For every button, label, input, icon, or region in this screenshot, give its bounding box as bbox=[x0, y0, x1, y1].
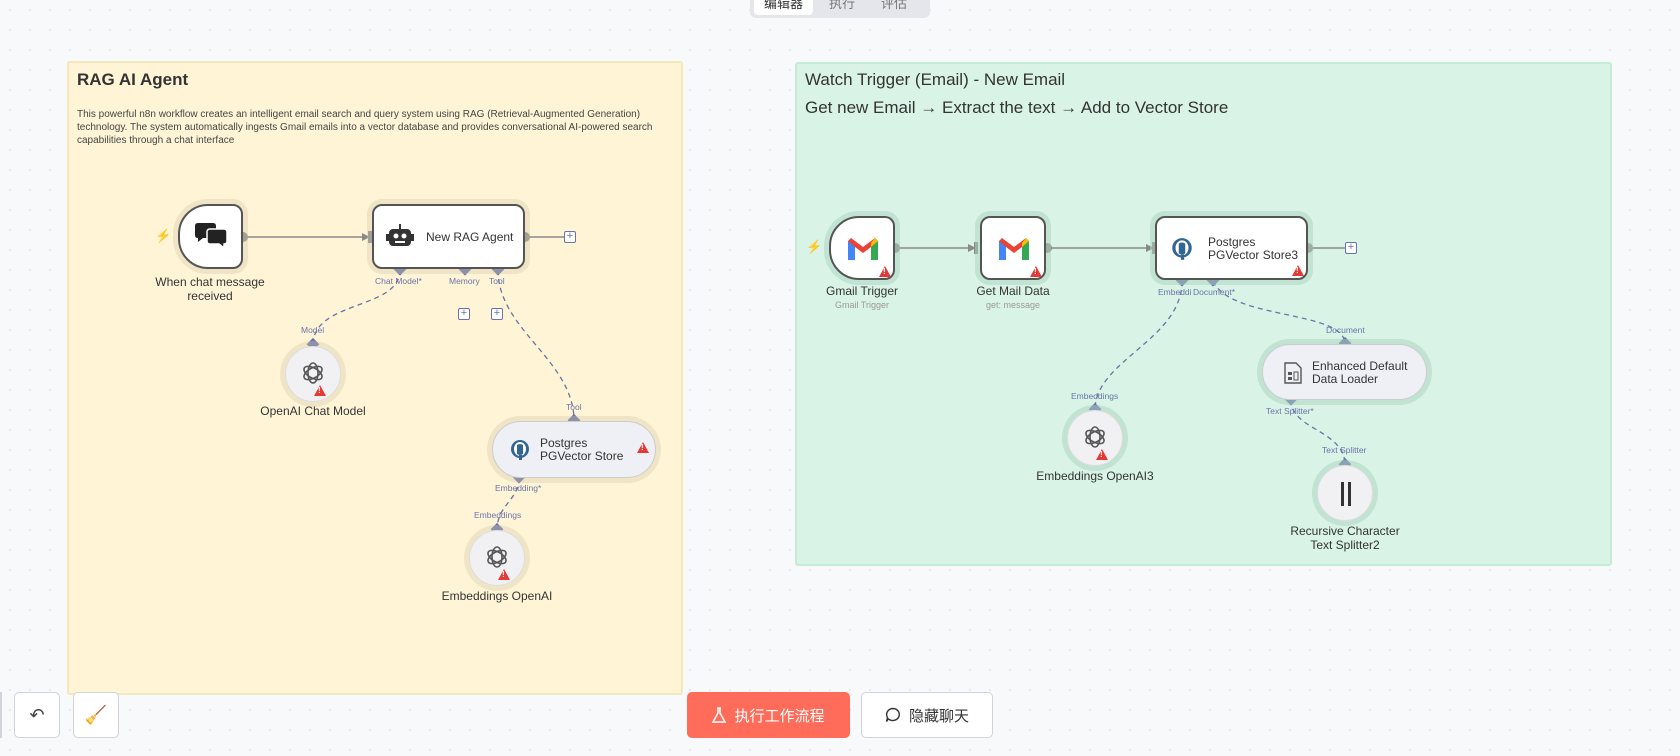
port-label-text-splitter: Text Splitter* bbox=[1266, 406, 1314, 416]
port-label-document: Document* bbox=[1193, 287, 1236, 297]
port-label-embeddi: Embeddi bbox=[1158, 287, 1192, 297]
undo-button[interactable]: ↶ bbox=[14, 692, 60, 738]
tab-executions[interactable]: 执行 bbox=[829, 0, 856, 11]
openai-icon bbox=[303, 362, 323, 384]
gmail-icon bbox=[999, 238, 1029, 260]
wire-embedding-to-emb bbox=[496, 477, 520, 531]
node-postgres3-label: Postgres PGVector Store3 bbox=[1208, 235, 1299, 262]
postgres-icon bbox=[1172, 238, 1192, 260]
node-get-mail-data[interactable] bbox=[980, 216, 1046, 280]
hide-chat-label: 隐藏聊天 bbox=[908, 707, 969, 725]
port-label-memory: Memory bbox=[449, 276, 480, 286]
robot-icon bbox=[386, 224, 414, 246]
node-postgres-pgvector3[interactable]: Postgres PGVector Store3 bbox=[1155, 216, 1308, 280]
chat-bubbles-icon bbox=[195, 223, 228, 250]
sticky-email-subtitle: Get new Email → Extract the text → Add t… bbox=[805, 98, 1229, 117]
node-postgres-label: Postgres PGVector Store bbox=[540, 436, 624, 463]
wire-tool-to-pgstore bbox=[497, 269, 575, 422]
sticky-note-rag[interactable] bbox=[67, 61, 683, 695]
node-gmail-trigger-label: Gmail Trigger bbox=[825, 284, 899, 298]
sticky-email-title: Watch Trigger (Email) - New Email bbox=[805, 70, 1066, 89]
port-label-document-in: Document bbox=[1326, 325, 1365, 335]
view-tabs: 编辑器 执行 评估 bbox=[750, 0, 930, 18]
node-embeddings-openai[interactable] bbox=[469, 530, 525, 586]
port-label-embeddings3-in: Embeddings bbox=[1071, 391, 1119, 401]
postgres-icon bbox=[511, 440, 529, 460]
node-openai-chat-label: OpenAI Chat Model bbox=[260, 404, 366, 418]
wire-chatmodel-to-openai bbox=[312, 269, 401, 346]
warning-icon bbox=[498, 569, 510, 580]
node-splitter-label: Recursive Character Text Splitter2 bbox=[1290, 524, 1400, 552]
port-label-model: Model bbox=[301, 325, 325, 335]
chat-icon bbox=[885, 707, 900, 722]
node-chat-trigger[interactable] bbox=[178, 204, 243, 269]
tab-editor[interactable]: 编辑器 bbox=[754, 0, 814, 15]
node-rag-agent-label: New RAG Agent bbox=[426, 230, 514, 244]
port-label-chat-model: Chat Model* bbox=[375, 276, 422, 286]
splitter-icon bbox=[1341, 482, 1351, 506]
warning-icon bbox=[314, 385, 326, 396]
node-recursive-text-splitter[interactable] bbox=[1317, 465, 1373, 521]
execute-workflow-button[interactable]: 执行工作流程 bbox=[687, 692, 850, 738]
trigger-bolt-icon: ⚡ bbox=[806, 239, 823, 254]
wire-embeddi-to-emb3 bbox=[1094, 280, 1183, 411]
document-icon bbox=[1284, 362, 1302, 384]
warning-icon bbox=[1030, 266, 1042, 277]
node-get-mail-label: Get Mail Data bbox=[976, 284, 1050, 298]
port-label-tool: Tool bbox=[489, 276, 505, 286]
node-openai-chat-model[interactable] bbox=[285, 346, 341, 402]
node-embeddings-openai3[interactable] bbox=[1067, 410, 1123, 466]
port-label-text-splitter-in: Text Splitter bbox=[1322, 445, 1367, 455]
add-node-after-pg3-button[interactable]: + bbox=[1345, 242, 1357, 254]
warning-icon bbox=[1096, 449, 1108, 460]
add-memory-button[interactable]: + bbox=[458, 308, 470, 320]
node-gmail-trigger-subtitle: Gmail Trigger bbox=[834, 300, 889, 310]
sticky-rag-description: This powerful n8n workflow creates an in… bbox=[77, 109, 653, 146]
node-loader-label: Enhanced Default Data Loader bbox=[1312, 359, 1408, 386]
node-gmail-trigger[interactable] bbox=[829, 216, 895, 280]
arrow-getmail bbox=[968, 244, 976, 252]
warning-icon bbox=[637, 442, 649, 453]
warning-icon bbox=[1292, 265, 1304, 276]
left-edge-button[interactable] bbox=[0, 692, 2, 738]
node-enhanced-data-loader[interactable]: Enhanced Default Data Loader bbox=[1262, 344, 1427, 400]
tab-evaluations[interactable]: 评估 bbox=[881, 0, 908, 11]
add-tool-button[interactable]: + bbox=[491, 308, 503, 320]
flask-icon bbox=[712, 707, 727, 723]
node-get-mail-subtitle: get: message bbox=[985, 300, 1041, 310]
node-embeddings3-label: Embeddings OpenAI3 bbox=[1036, 469, 1154, 483]
port-label-tool-in: Tool bbox=[566, 402, 582, 412]
trigger-bolt-icon: ⚡ bbox=[155, 228, 172, 243]
wire-document-to-loader bbox=[1212, 280, 1346, 345]
openai-icon bbox=[1085, 426, 1105, 448]
gmail-icon bbox=[848, 238, 878, 260]
warning-icon bbox=[879, 266, 891, 277]
broom-icon: 🧹 bbox=[84, 704, 108, 725]
sticky-rag-title: RAG AI Agent bbox=[77, 70, 189, 89]
undo-icon: ↶ bbox=[29, 704, 45, 725]
arrow-agent bbox=[362, 233, 370, 241]
openai-icon bbox=[487, 546, 507, 568]
add-node-after-agent-button[interactable]: + bbox=[564, 231, 576, 243]
node-chat-trigger-label: When chat message received bbox=[155, 275, 265, 303]
clean-up-button[interactable]: 🧹 bbox=[73, 692, 119, 738]
hide-chat-button[interactable]: 隐藏聊天 bbox=[861, 692, 993, 738]
arrow-pg3 bbox=[1146, 244, 1154, 252]
port-label-embedding: Embedding* bbox=[495, 483, 542, 493]
port-label-embeddings-in: Embeddings bbox=[474, 510, 522, 520]
sticky-note-email[interactable] bbox=[795, 62, 1612, 566]
node-rag-agent[interactable]: New RAG Agent bbox=[372, 204, 525, 269]
execute-workflow-label: 执行工作流程 bbox=[734, 707, 825, 725]
node-embeddings-openai-label: Embeddings OpenAI bbox=[441, 589, 553, 603]
node-postgres-pgvector[interactable]: Postgres PGVector Store bbox=[492, 421, 656, 478]
